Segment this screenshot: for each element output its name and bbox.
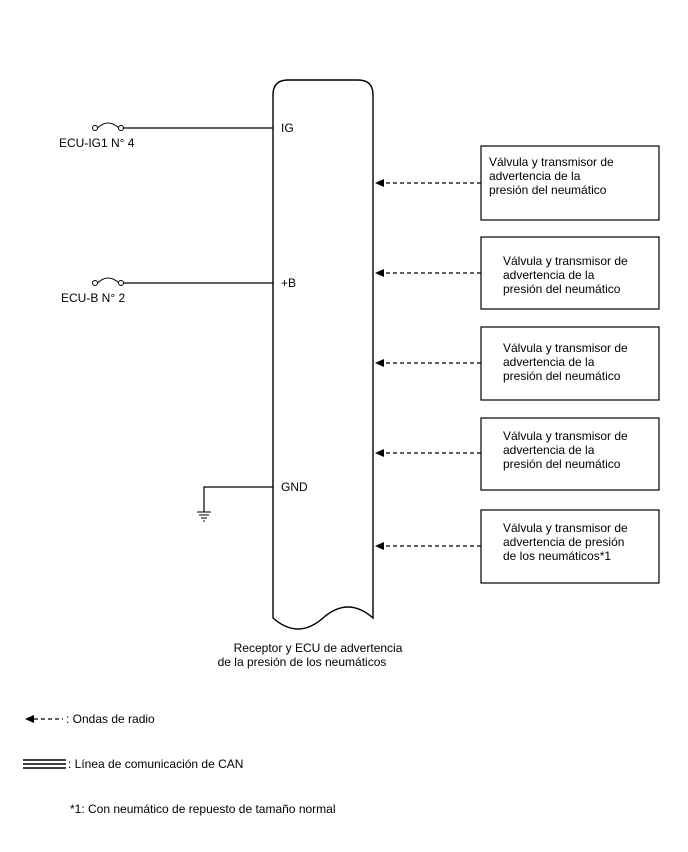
can-line-icon <box>23 759 66 769</box>
legend-radio-waves-label: : Ondas de radio <box>66 712 155 726</box>
b-fuse-label: ECU-B N° 2 <box>61 291 125 305</box>
transmitter-text-line1: Válvula y transmisor de <box>503 521 628 535</box>
ecu-caption-line2: de la presión de los neumáticos <box>218 655 387 669</box>
ecu-outline <box>272 79 374 630</box>
legend: : Ondas de radio : Línea de comunicación… <box>23 712 336 816</box>
fuse-icon <box>97 277 120 284</box>
terminal-b-label: +B <box>281 276 296 290</box>
ground-circuit <box>197 486 273 522</box>
ecu-caption-line1: Receptor y ECU de advertencia <box>234 641 403 655</box>
transmitter-text-line1: Válvula y transmisor de <box>489 155 614 169</box>
fuse-terminal-right <box>118 280 124 286</box>
legend-can-line-label: : Línea de comunicación de CAN <box>68 757 243 771</box>
arrow-left-icon <box>375 542 384 550</box>
transmitter-text-line2: advertencia de la <box>503 268 595 282</box>
transmitter-text-line3: presión del neumático <box>503 369 621 383</box>
fuse-terminal-left <box>92 280 98 286</box>
transmitter-text-line2: advertencia de la <box>503 355 595 369</box>
transmitter-text-line1: Válvula y transmisor de <box>503 429 628 443</box>
transmitter-text-line2: advertencia de la <box>503 443 595 457</box>
arrow-left-icon <box>375 359 384 367</box>
transmitter-text-line3: presión del neumático <box>503 457 621 471</box>
ground-icon <box>197 511 211 522</box>
transmitter-box <box>480 417 660 491</box>
transmitter-text-line1: Válvula y transmisor de <box>503 254 628 268</box>
arrow-left-icon <box>375 179 384 187</box>
ecu-block: IG +B GND Receptor y ECU de advertencia … <box>218 79 403 669</box>
transmitter-box <box>480 326 660 401</box>
b-fuse-circuit: ECU-B N° 2 <box>61 277 273 305</box>
transmitter-box <box>480 509 660 584</box>
transmitter-block: Válvula y transmisor de advertencia de l… <box>375 236 660 310</box>
arrow-left-icon <box>375 269 384 277</box>
gnd-wire <box>203 486 273 512</box>
ig-fuse-label: ECU-IG1 N° 4 <box>59 136 135 150</box>
transmitter-text-line2: advertencia de presión <box>503 535 624 549</box>
arrow-left-icon <box>375 449 384 457</box>
transmitter-block: Válvula y transmisor de advertencia de l… <box>375 145 660 221</box>
fuse-terminal-left <box>92 125 98 131</box>
transmitter-text-line3: presión del neumático <box>503 282 621 296</box>
transmitter-box <box>480 145 660 221</box>
transmitter-block: Válvula y transmisor de advertencia de l… <box>375 326 660 401</box>
fuse-terminal-right <box>118 125 124 131</box>
transmitter-text-line2: advertencia de la <box>489 169 581 183</box>
terminal-gnd-label: GND <box>281 480 308 494</box>
ig-fuse-circuit: ECU-IG1 N° 4 <box>59 122 273 150</box>
footnote: *1: Con neumático de repuesto de tamaño … <box>70 802 336 816</box>
transmitter-text-line1: Válvula y transmisor de <box>503 341 628 355</box>
transmitter-block: Válvula y transmisor de advertencia de l… <box>375 417 660 491</box>
transmitter-text-line3: de los neumáticos*1 <box>503 549 611 563</box>
transmitter-text-line3: presión del neumático <box>489 183 607 197</box>
transmitter-block: Válvula y transmisor de advertencia de p… <box>375 509 660 584</box>
terminal-ig-label: IG <box>281 121 294 135</box>
legend-arrow-left-icon <box>25 715 34 723</box>
fuse-icon <box>97 122 120 129</box>
transmitter-box <box>480 236 660 310</box>
